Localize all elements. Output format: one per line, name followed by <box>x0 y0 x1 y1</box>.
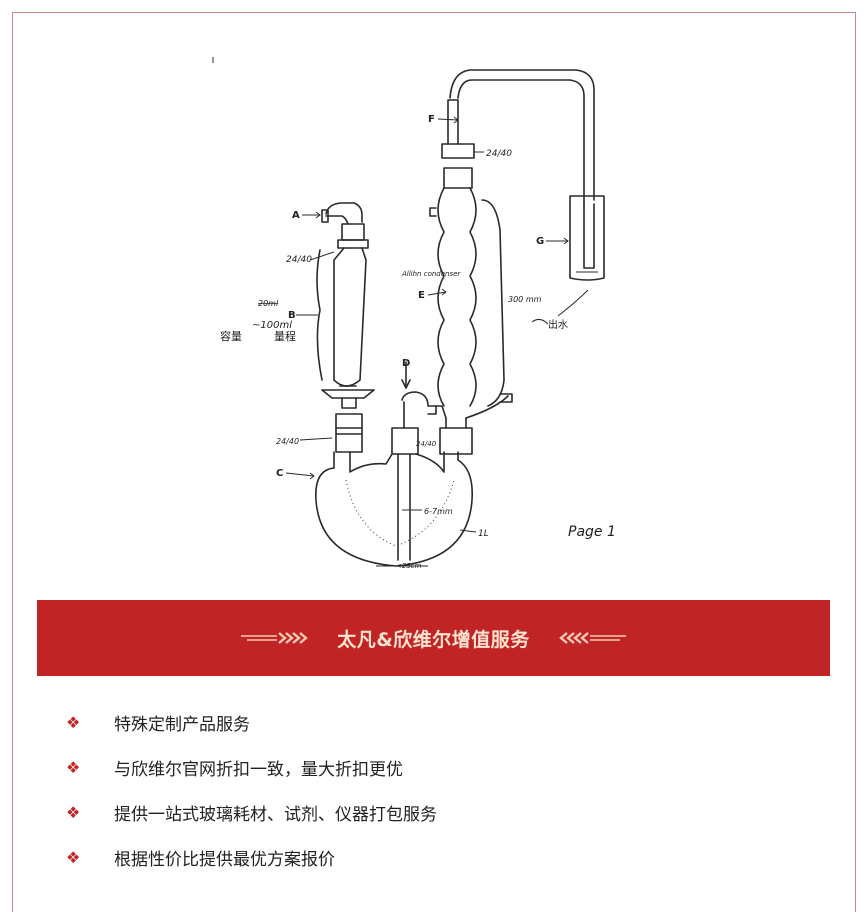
svg-text:E: E <box>418 290 425 301</box>
service-text: 根据性价比提供最优方案报价 <box>114 850 335 870</box>
flask-size: 1L <box>478 529 489 539</box>
service-item: ❖ 特殊定制产品服务 <box>66 700 437 745</box>
svg-text:C: C <box>276 468 283 479</box>
svg-text:F: F <box>428 114 435 125</box>
volume-cn2: 量程 <box>274 330 296 343</box>
round-flask <box>315 451 474 567</box>
addition-funnel <box>316 202 375 453</box>
bubbler <box>557 195 605 317</box>
diamond-bullet-icon: ❖ <box>66 802 81 822</box>
service-item: ❖ 提供一站式玻璃耗材、试剂、仪器打包服务 <box>66 790 437 835</box>
allihn-condenser <box>429 69 595 455</box>
service-item: ❖ 与欣维尔官网折扣一致，量大折扣更优 <box>66 745 437 790</box>
label-C: C <box>276 468 315 480</box>
condenser-length: 300 mm <box>508 295 542 304</box>
label-B: B <box>288 310 318 321</box>
service-text: 特殊定制产品服务 <box>114 715 250 735</box>
label-D: D <box>402 358 410 369</box>
apparatus-diagram: A B C D E F G 24/40 24/40 24/ <box>196 40 666 580</box>
svg-text:B: B <box>288 310 296 321</box>
outlet-note: 出水 <box>548 318 568 331</box>
label-E: E <box>418 288 447 301</box>
diamond-bullet-icon: ❖ <box>66 847 81 867</box>
diamond-bullet-icon: ❖ <box>66 712 81 732</box>
service-text: 提供一站式玻璃耗材、试剂、仪器打包服务 <box>114 805 437 825</box>
joint-size-top: 24/40 <box>486 149 512 159</box>
joint-size-funnel: 24/40 <box>286 255 312 265</box>
label-G: G <box>536 236 569 247</box>
tube-gap: 6-7mm <box>424 507 453 516</box>
diamond-bullet-icon: ❖ <box>66 757 81 777</box>
depth-note: <25cm <box>396 562 422 570</box>
svg-text:A: A <box>292 210 300 221</box>
label-F: F <box>428 114 459 125</box>
joint-size-mid: 24/40 <box>416 440 437 448</box>
value-added-banner: 太凡&欣维尔增值服务 <box>37 600 830 676</box>
left-ornament-icon <box>241 631 315 645</box>
service-item: ❖ 根据性价比提供最优方案报价 <box>66 835 437 880</box>
svg-text:G: G <box>536 236 544 247</box>
center-neck <box>391 361 437 561</box>
funnel-volume: ~100ml <box>252 320 292 331</box>
service-text: 与欣维尔官网折扣一致，量大折扣更优 <box>114 760 403 780</box>
condenser-label: Allihn condenser <box>401 270 461 278</box>
svg-text:D: D <box>402 358 410 369</box>
page-note: Page 1 <box>568 524 616 540</box>
right-ornament-icon <box>552 631 626 645</box>
label-A: A <box>292 210 321 221</box>
crossed-note: 20ml <box>258 299 279 308</box>
banner-title: 太凡&欣维尔增值服务 <box>337 628 530 651</box>
services-list: ❖ 特殊定制产品服务 ❖ 与欣维尔官网折扣一致，量大折扣更优 ❖ 提供一站式玻璃… <box>66 700 437 880</box>
volume-cn: 容量 <box>220 329 242 343</box>
joint-size-left-neck: 24/40 <box>276 437 299 446</box>
page-frame <box>12 12 856 912</box>
